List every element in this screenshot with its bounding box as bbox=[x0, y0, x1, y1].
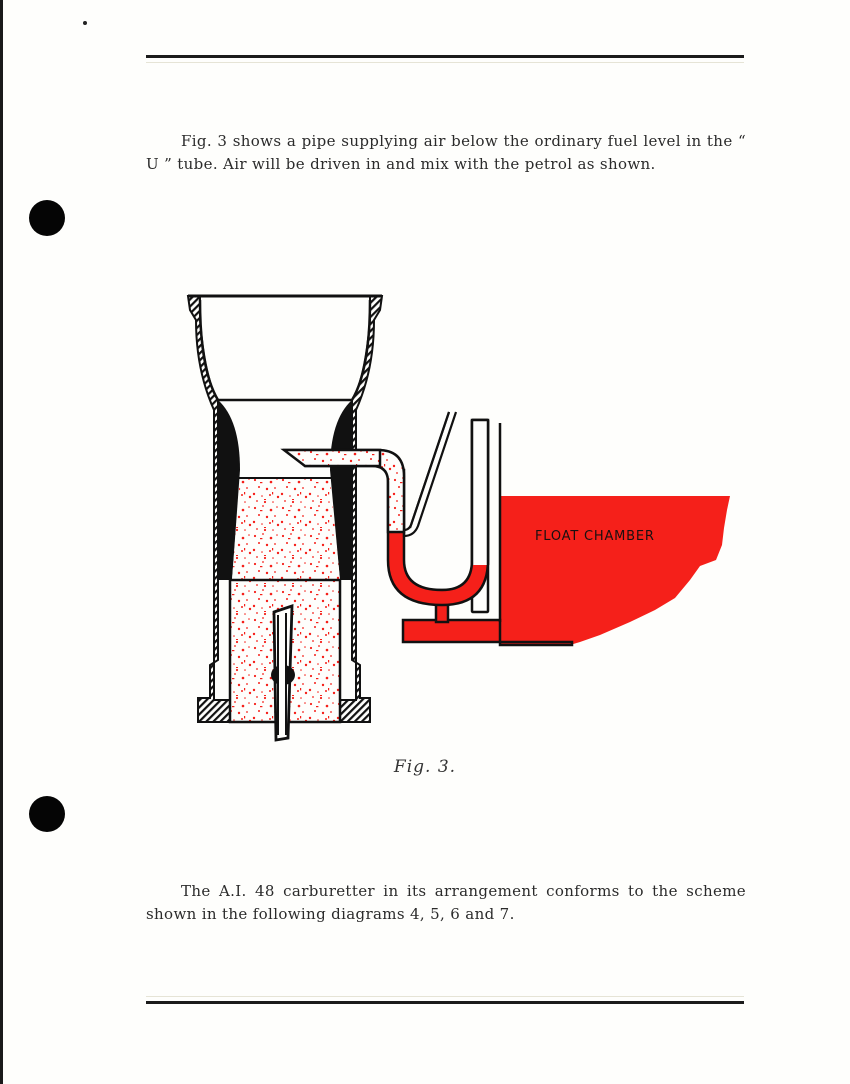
closing-paragraph-text: The A.I. 48 carburetter in its arrangeme… bbox=[146, 882, 746, 923]
header-rule-thin bbox=[146, 62, 744, 63]
intro-paragraph-text: Fig. 3 shows a pipe supplying air below … bbox=[146, 132, 746, 173]
binder-punch-hole-bottom bbox=[29, 796, 65, 832]
float-chamber bbox=[500, 496, 730, 645]
page-edge bbox=[0, 0, 3, 1084]
print-speck bbox=[83, 21, 87, 25]
footer-rule bbox=[146, 1001, 744, 1004]
intro-paragraph: Fig. 3 shows a pipe supplying air below … bbox=[146, 130, 746, 176]
binder-punch-hole-top bbox=[29, 200, 65, 236]
figure-caption: Fig. 3. bbox=[393, 757, 457, 777]
footer-rule-thin bbox=[146, 996, 744, 997]
float-chamber-label: FLOAT CHAMBER bbox=[535, 529, 655, 544]
header-rule bbox=[146, 55, 744, 58]
carburettor-diagram bbox=[186, 294, 730, 742]
closing-paragraph: The A.I. 48 carburetter in its arrangeme… bbox=[146, 880, 746, 926]
